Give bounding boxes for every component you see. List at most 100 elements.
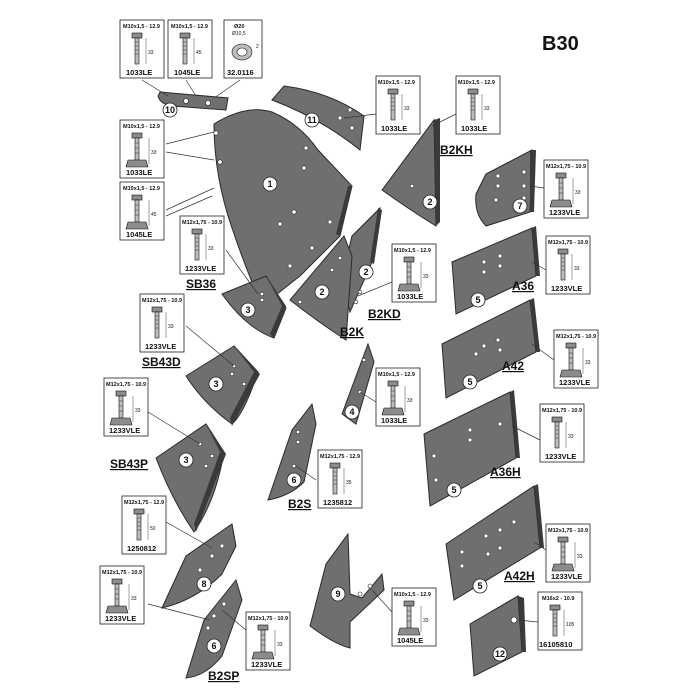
bolt-box-1233VLE-a42: M12x1,75 - 10.9 33 1233VLE [553, 329, 599, 389]
part-3-sb43p [155, 423, 226, 533]
svg-text:32.0116: 32.0116 [227, 68, 254, 77]
part-5-a42 [441, 298, 540, 399]
svg-text:1233VLE: 1233VLE [551, 284, 582, 293]
svg-text:3: 3 [213, 379, 218, 389]
svg-text:1233VLE: 1233VLE [551, 572, 582, 581]
svg-text:33: 33 [577, 554, 583, 560]
leader-lines [141, 79, 555, 631]
callout-2-b2kh: 2 [422, 194, 438, 210]
callout-5-a42: 5 [462, 374, 478, 390]
svg-text:1250812: 1250812 [127, 544, 156, 553]
svg-text:M12x1,75 - 10.9: M12x1,75 - 10.9 [548, 528, 588, 534]
label-a42: A42 [502, 359, 524, 373]
part-5-a42h [445, 484, 544, 601]
svg-text:1233VLE: 1233VLE [251, 660, 282, 669]
callout-1: 1 [262, 176, 278, 192]
svg-text:10: 10 [165, 105, 175, 115]
part-8 [161, 523, 237, 609]
label-a36: A36 [512, 279, 534, 293]
svg-text:1: 1 [267, 179, 272, 189]
bolt-box-1235812: M12x1,75 - 12.9 35 1235812 [317, 449, 363, 509]
callout-5-a36: 5 [470, 292, 486, 308]
bolt-box-1033LE-b2kd: M10x1,5 - 12.9 33 1033LE [391, 243, 437, 303]
label-sb43d: SB43D [142, 355, 181, 369]
callout-10: 10 [162, 102, 178, 118]
svg-text:7: 7 [517, 201, 522, 211]
part-6-b2s [267, 402, 317, 501]
svg-text:33: 33 [423, 618, 429, 624]
svg-text:1233VLE: 1233VLE [105, 614, 136, 623]
svg-text:1033LE: 1033LE [397, 292, 423, 301]
svg-text:3: 3 [183, 455, 188, 465]
svg-text:33: 33 [135, 408, 141, 414]
svg-text:M12x1,75 - 10.9: M12x1,75 - 10.9 [106, 382, 146, 388]
part-5-a36h [423, 390, 520, 507]
bolt-box-1033LE-left: M10x1,5 - 12.9 33 1033LE [119, 119, 165, 179]
svg-text:33: 33 [404, 106, 410, 112]
svg-text:Ø10,5: Ø10,5 [232, 31, 246, 37]
svg-text:Ø20: Ø20 [234, 24, 244, 30]
callout-5-a42h: 5 [472, 578, 488, 594]
bolt-box-1233VLE-sb36: M12x1,75 - 10.9 33 1233VLE [179, 215, 225, 275]
callout-11: 11 [304, 112, 320, 128]
label-b2sp: B2SP [208, 669, 239, 683]
bolt-box-1233VLE-a36: M12x1,75 - 10.9 33 1233VLE [545, 235, 591, 295]
svg-text:9: 9 [335, 589, 340, 599]
svg-text:33: 33 [407, 398, 413, 404]
svg-text:5: 5 [477, 581, 482, 591]
svg-text:33: 33 [585, 360, 591, 366]
bolt-box-1233VLE-a42h: M12x1,75 - 10.9 33 1233VLE [545, 523, 591, 583]
part-6-b2sp [185, 578, 243, 679]
svg-text:2: 2 [256, 44, 259, 50]
label-sb36: SB36 [186, 277, 216, 291]
label-a36h: A36H [490, 465, 521, 479]
label-a42h: A42H [504, 569, 535, 583]
callout-5-a36h: 5 [446, 482, 462, 498]
svg-text:6: 6 [291, 475, 296, 485]
svg-text:M12x1,75 - 12.9: M12x1,75 - 12.9 [320, 454, 360, 460]
svg-text:1045LE: 1045LE [126, 230, 152, 239]
svg-text:M12x1,75 - 10.9: M12x1,75 - 10.9 [142, 298, 182, 304]
bolt-box-1033LE-b2kh: M10x1,5 - 12.9 33 1033LE [455, 75, 501, 135]
svg-text:M10x1,5 - 12.9: M10x1,5 - 12.9 [123, 24, 160, 30]
svg-text:2: 2 [319, 287, 324, 297]
svg-text:1233VLE: 1233VLE [109, 426, 140, 435]
svg-text:M10x1,5 - 12.9: M10x1,5 - 12.9 [458, 80, 495, 86]
bolt-box-1250812: M12x1,75 - 12.9 50 1250812 [121, 495, 167, 555]
callout-8: 8 [196, 576, 212, 592]
svg-text:33: 33 [208, 246, 214, 252]
callout-2-b2k: 2 [314, 284, 330, 300]
svg-text:M12x1,75 - 10.9: M12x1,75 - 10.9 [546, 164, 586, 170]
bolt-box-1033LE-4: M10x1,5 - 12.9 33 1033LE [375, 367, 421, 427]
svg-text:12: 12 [495, 649, 505, 659]
washer-box-32.0116: Ø20 Ø10,5 2 32.0116 [223, 19, 263, 79]
svg-text:M10x1,5 - 12.9: M10x1,5 - 12.9 [378, 372, 415, 378]
svg-text:33: 33 [148, 50, 154, 56]
bolt-box-1233VLE-sb43p: M12x1,75 - 10.9 33 1233VLE [103, 377, 149, 437]
svg-text:M16x2 - 10.9: M16x2 - 10.9 [542, 596, 574, 602]
callout-3-sb43d: 3 [208, 376, 224, 392]
callout-2-b2kd: 2 [358, 264, 374, 280]
svg-text:33: 33 [131, 596, 137, 602]
svg-text:33: 33 [484, 106, 490, 112]
label-sb43p: SB43P [110, 457, 148, 471]
callout-9: 9 [330, 586, 346, 602]
bolt-box-1233VLE-b2sp: M12x1,75 - 10.9 33 1233VLE [245, 611, 291, 671]
svg-text:1233VLE: 1233VLE [545, 452, 576, 461]
svg-text:1233VLE: 1233VLE [559, 378, 590, 387]
svg-text:M10x1,5 - 12.9: M10x1,5 - 12.9 [123, 186, 160, 192]
svg-text:5: 5 [475, 295, 480, 305]
part-4 [341, 342, 375, 425]
svg-text:33: 33 [423, 274, 429, 280]
svg-text:4: 4 [349, 407, 354, 417]
svg-text:8: 8 [201, 579, 206, 589]
svg-text:5: 5 [451, 485, 456, 495]
bolt-box-1233VLE-8: M12x1,75 - 10.9 33 1233VLE [99, 565, 145, 625]
callout-7: 7 [512, 198, 528, 214]
svg-text:M10x1,5 - 12.9: M10x1,5 - 12.9 [378, 80, 415, 86]
bolt-box-1045LE-9: M10x1,5 - 12.9 33 1045LE [391, 587, 437, 647]
svg-text:1033LE: 1033LE [461, 124, 487, 133]
callout-3-sb43p: 3 [178, 452, 194, 468]
svg-text:1233VLE: 1233VLE [549, 208, 580, 217]
